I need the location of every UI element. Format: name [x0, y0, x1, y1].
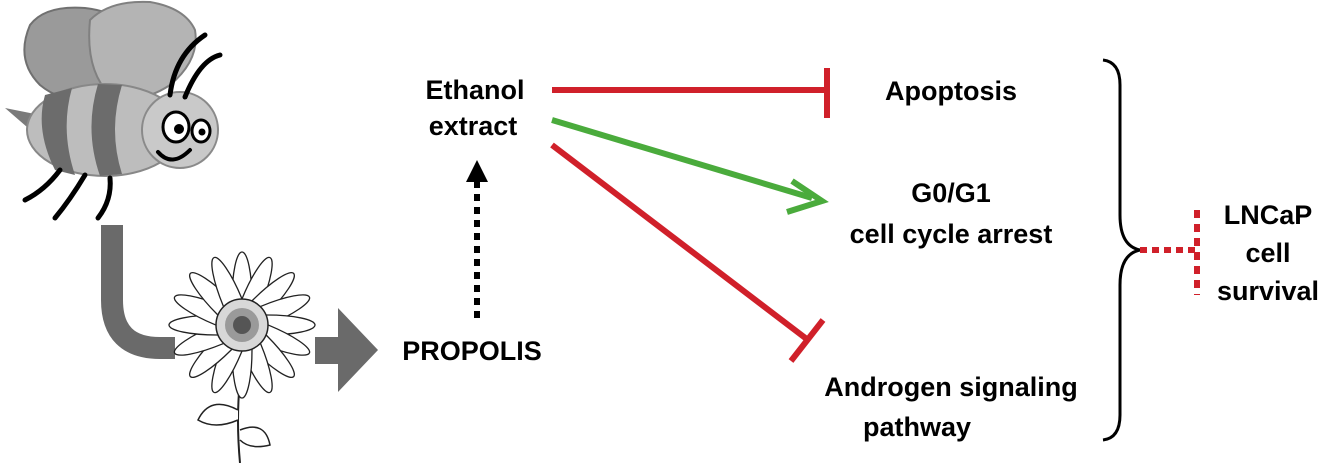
bee-icon	[5, 0, 223, 221]
bee-to-flower-connector	[101, 225, 175, 359]
lncap-label-line3: survival	[1217, 276, 1319, 306]
lncap-label-line1: LNCaP	[1224, 200, 1313, 230]
daisy-flower-icon	[168, 251, 316, 463]
ethanol-extract-label-line1: Ethanol	[426, 75, 525, 105]
g0g1-label-line2: cell cycle arrest	[850, 219, 1053, 249]
androgen-inhibit-bar	[788, 318, 826, 363]
androgen-label-line2: pathway	[863, 412, 971, 442]
propolis-label: PROPOLIS	[402, 336, 542, 366]
extract-inhibits-androgen-line	[550, 142, 810, 343]
androgen-label-line1: Androgen signaling	[824, 372, 1078, 402]
ethanol-extract-label-line2: extract	[429, 111, 518, 141]
g0g1-label-line1: G0/G1	[911, 178, 991, 208]
extract-activates-g0g1-line	[551, 117, 813, 201]
outcomes-brace	[1102, 58, 1141, 442]
lncap-label-line2: cell	[1245, 238, 1290, 268]
apoptosis-label: Apoptosis	[885, 76, 1017, 106]
flower-to-propolis-arrow	[315, 308, 378, 392]
dotted-arrow-head	[466, 160, 488, 182]
g0g1-arrow-head	[786, 178, 829, 215]
